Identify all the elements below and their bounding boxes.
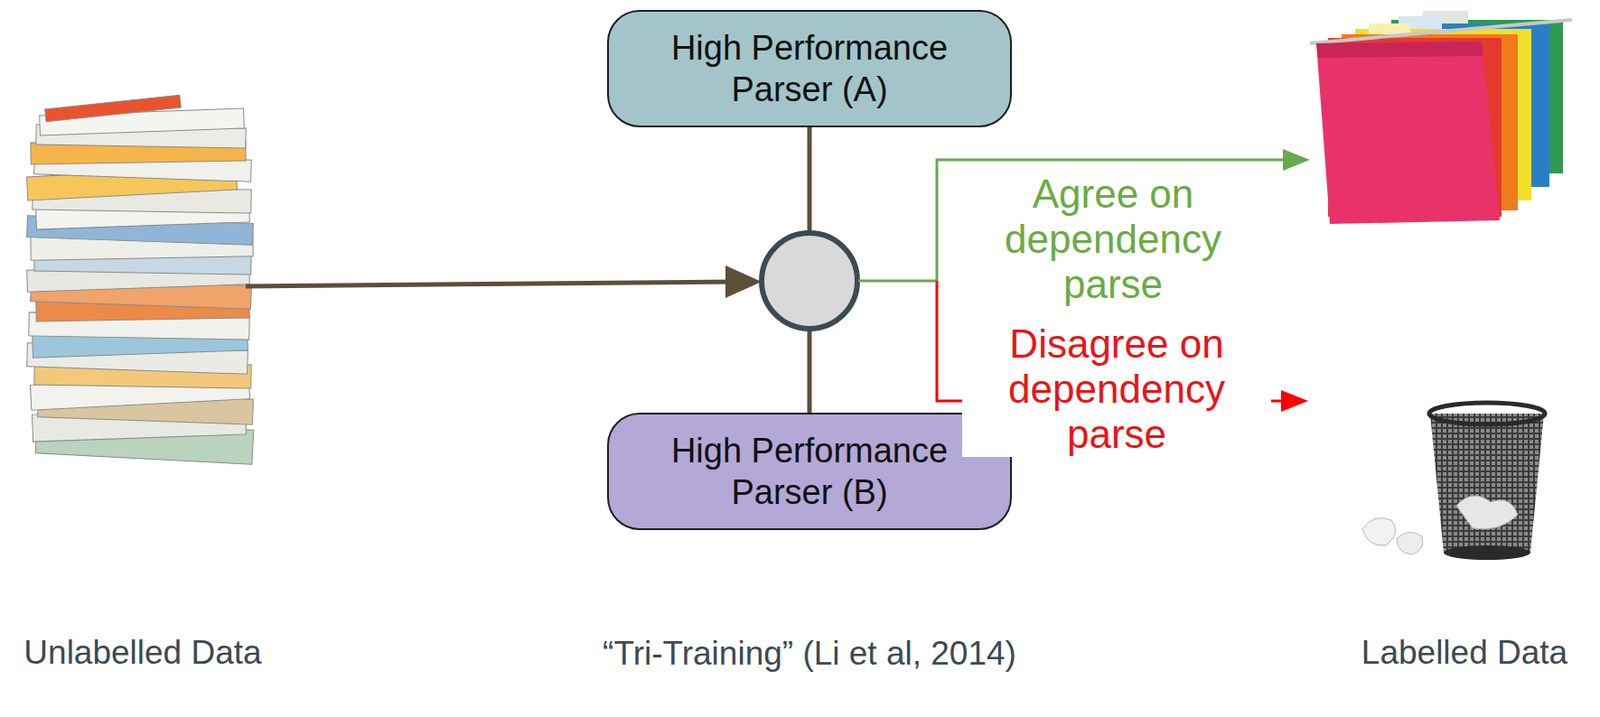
paper-stack (26, 94, 253, 465)
folders-icon (1309, 10, 1572, 225)
caption-label: “Tri-Training” (Li et al, 2014) (597, 630, 1022, 678)
parser-box: High Performance Parser (A) (607, 9, 1012, 128)
trash-can-icon (1362, 402, 1545, 561)
disagree-arrowhead (1281, 390, 1309, 412)
node-text: High Performance Parser (A) (630, 27, 989, 111)
junction-circle (761, 233, 858, 329)
node-text: High Performance Parser (B) (630, 430, 989, 514)
branch-label: Disagree on dependency parse (962, 321, 1272, 458)
input-arrow (245, 281, 734, 287)
caption-label: Unlabelled Data (7, 630, 279, 676)
parser-box: High Performance Parser (B) (607, 412, 1012, 531)
agree-arrowhead (1282, 149, 1310, 171)
branch-label: Agree on dependency parse (958, 171, 1268, 308)
caption-label: Labelled Data (1338, 630, 1591, 676)
input-arrowhead (725, 265, 762, 299)
